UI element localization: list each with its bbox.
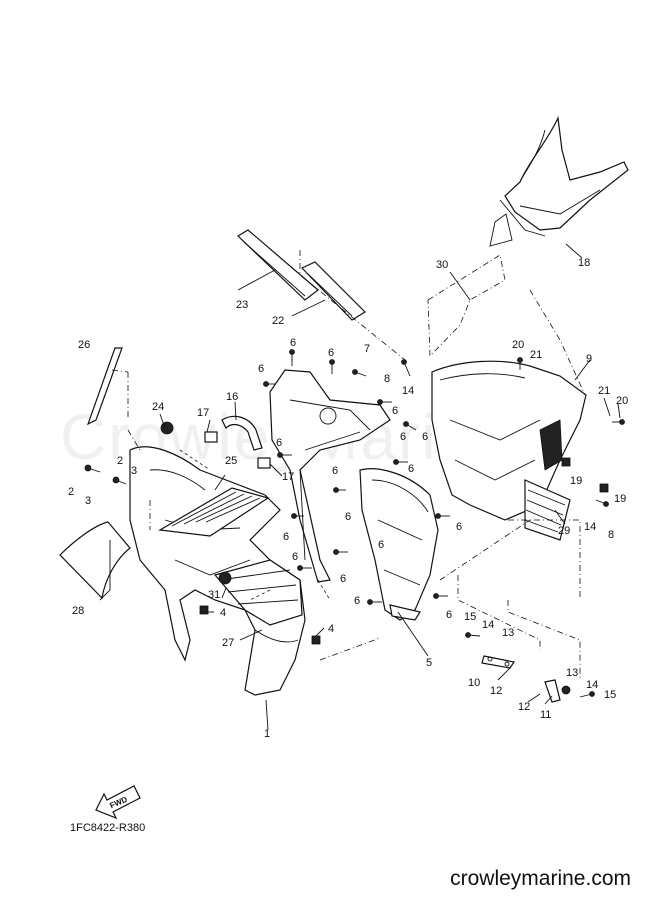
part-17-pad-upper — [204, 431, 218, 443]
part-26-strip — [86, 347, 123, 426]
callout-6: 6 — [400, 431, 406, 443]
callout-18: 18 — [578, 257, 590, 269]
callout-15a: 15 — [464, 611, 476, 623]
callout-28: 28 — [72, 605, 84, 617]
callout-13b: 13 — [566, 667, 578, 679]
callout-15b: 15 — [604, 689, 616, 701]
part-28-panel — [59, 521, 131, 600]
callout-27: 27 — [222, 637, 234, 649]
inner-panel — [269, 369, 391, 583]
callout-6: 6 — [276, 437, 282, 449]
part-25-decal — [158, 487, 270, 537]
part-29-decal — [524, 479, 571, 541]
part-18-upper-cowl — [489, 115, 629, 247]
callout-3a: 3 — [85, 495, 91, 507]
callout-8b: 8 — [608, 529, 614, 541]
part-17-pad-lower — [257, 457, 271, 469]
callout-30: 30 — [436, 259, 448, 271]
callout-6: 6 — [345, 511, 351, 523]
callout-19b: 19 — [614, 493, 626, 505]
site-credit: crowleymarine.com — [450, 867, 631, 890]
callout-14c: 14 — [584, 521, 596, 533]
callout-6: 6 — [258, 363, 264, 375]
part-27-decal — [213, 559, 303, 626]
callout-6: 6 — [290, 337, 296, 349]
part-9-side-cowling — [431, 360, 587, 521]
callout-20b: 20 — [616, 395, 628, 407]
callout-11: 11 — [540, 709, 551, 721]
callout-6: 6 — [408, 463, 414, 475]
callout-23: 23 — [236, 299, 248, 311]
callout-6: 6 — [292, 551, 298, 563]
callout-4a: 4 — [220, 607, 226, 619]
screw-group — [84, 349, 625, 698]
callout-5: 5 — [426, 657, 432, 669]
nut-group — [199, 457, 609, 645]
callout-19a: 19 — [570, 475, 582, 487]
callout-12b: 12 — [518, 701, 530, 713]
callout-17b: 17 — [282, 471, 294, 483]
callout-14b: 14 — [482, 619, 494, 631]
callout-3b: 3 — [131, 465, 137, 477]
callout-6: 6 — [422, 431, 428, 443]
callout-4b: 4 — [328, 623, 334, 635]
part-11-bracket — [544, 679, 571, 703]
part-22-panel — [300, 261, 366, 321]
callout-14a: 14 — [402, 385, 414, 397]
callout-6: 6 — [378, 539, 384, 551]
part-23-panel — [237, 229, 319, 301]
callout-6: 6 — [446, 609, 452, 621]
callout-8a: 8 — [384, 373, 390, 385]
callout-6: 6 — [340, 573, 346, 585]
callout-26: 26 — [78, 339, 90, 351]
callout-21b: 21 — [598, 385, 610, 397]
fwd-arrow: FWD — [95, 785, 141, 820]
callout-2b: 2 — [117, 455, 123, 467]
callout-6: 6 — [332, 465, 338, 477]
callout-20a: 20 — [512, 339, 524, 351]
leader-dash-lines — [111, 250, 586, 680]
callout-2a: 2 — [68, 486, 74, 498]
callout-labels: 1 2 2 3 3 4 4 5 6 6 6 6 6 6 6 6 6 6 6 6 … — [68, 257, 628, 740]
callout-16: 16 — [226, 391, 238, 403]
callout-21a: 21 — [530, 349, 542, 361]
callout-29: 29 — [558, 525, 570, 537]
callout-9: 9 — [586, 353, 592, 365]
callout-13a: 13 — [502, 627, 514, 639]
callout-6: 6 — [328, 347, 334, 359]
callout-25: 25 — [225, 455, 237, 467]
callout-6: 6 — [456, 521, 462, 533]
callout-17a: 17 — [197, 407, 209, 419]
part-10-bracket — [481, 655, 515, 669]
callout-6: 6 — [283, 531, 289, 543]
part-5-inner-panel — [359, 468, 439, 621]
callout-12a: 12 — [490, 685, 502, 697]
part-16-hose — [221, 415, 263, 451]
callout-1: 1 — [264, 728, 270, 740]
callout-14d: 14 — [586, 679, 598, 691]
callout-6: 6 — [392, 405, 398, 417]
leader-lines — [99, 243, 621, 731]
part-24-grommet — [160, 421, 174, 435]
callout-22: 22 — [272, 315, 284, 327]
part-31-grommet — [218, 571, 232, 585]
callout-10: 10 — [468, 677, 480, 689]
drawing-code: 1FC8422-R380 — [70, 822, 146, 834]
callout-24: 24 — [152, 401, 164, 413]
callout-31: 31 — [208, 589, 220, 601]
callout-7: 7 — [364, 343, 370, 355]
callout-6: 6 — [354, 595, 360, 607]
